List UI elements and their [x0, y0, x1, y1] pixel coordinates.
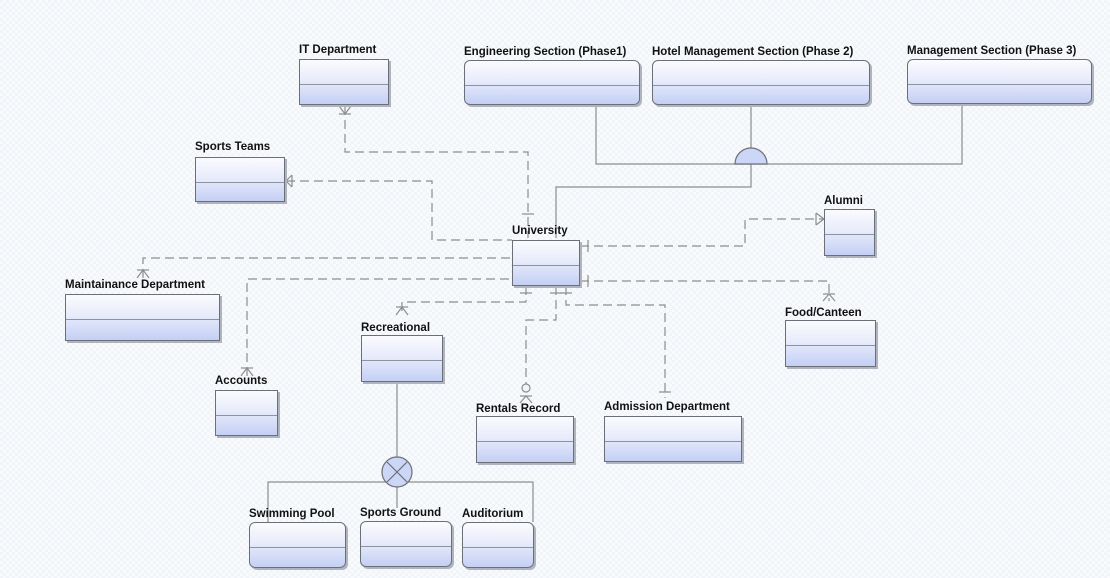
entity-admission-department[interactable]: Admission Department — [604, 400, 742, 462]
entity-label: Management Section (Phase 3) — [907, 45, 1077, 57]
entity-maintainance-department[interactable]: Maintainance Department — [65, 278, 220, 341]
relationship-alumni — [580, 218, 824, 247]
entity-food-canteen[interactable]: Food/Canteen — [785, 306, 876, 367]
entity-accounts[interactable]: Accounts — [215, 374, 278, 436]
entity-swimming-pool[interactable]: Swimming Pool — [249, 507, 346, 568]
entity-label: Hotel Management Section (Phase 2) — [652, 46, 854, 58]
entity-recreational[interactable]: Recreational — [361, 321, 443, 382]
entity-label: Engineering Section (Phase1) — [464, 46, 627, 58]
entity-rentals-record[interactable]: Rentals Record — [476, 402, 574, 463]
entity-label: Auditorium — [462, 508, 524, 520]
entity-sports-teams[interactable]: Sports Teams — [195, 140, 285, 202]
entity-label: University — [512, 225, 568, 237]
entity-label: Swimming Pool — [249, 508, 335, 520]
entity-label: Recreational — [361, 322, 431, 334]
entity-alumni[interactable]: Alumni — [824, 194, 875, 256]
entity-sports-ground[interactable]: Sports Ground — [360, 506, 452, 567]
relationship-it-department — [344, 106, 529, 238]
entity-label: Alumni — [824, 195, 863, 207]
entity-label: Maintainance Department — [65, 279, 205, 291]
entity-auditorium[interactable]: Auditorium — [462, 507, 534, 568]
relationship-sports-teams — [286, 180, 512, 241]
relationship-recreational — [401, 286, 527, 315]
entity-management-section[interactable]: Management Section (Phase 3) — [907, 44, 1092, 104]
generalization-phases — [555, 106, 963, 238]
entity-hotel-management-section[interactable]: Hotel Management Section (Phase 2) — [652, 45, 870, 105]
entity-university[interactable]: University — [512, 224, 580, 286]
relationship-rentals — [525, 286, 557, 384]
entity-it-department[interactable]: IT Department — [299, 43, 389, 105]
entity-label: Food/Canteen — [785, 307, 862, 319]
entity-label: Sports Teams — [195, 141, 271, 153]
entity-label: Rentals Record — [476, 403, 561, 415]
relationship-food-canteen — [580, 280, 830, 301]
relationship-accounts — [246, 278, 512, 376]
relationship-maintainance — [142, 257, 512, 278]
entity-label: IT Department — [299, 44, 377, 56]
relationship-admission — [565, 286, 666, 398]
entity-label: Accounts — [215, 375, 268, 387]
entity-label: Sports Ground — [360, 507, 442, 519]
entity-engineering-section[interactable]: Engineering Section (Phase1) — [464, 45, 640, 105]
entity-label: Admission Department — [604, 401, 730, 413]
